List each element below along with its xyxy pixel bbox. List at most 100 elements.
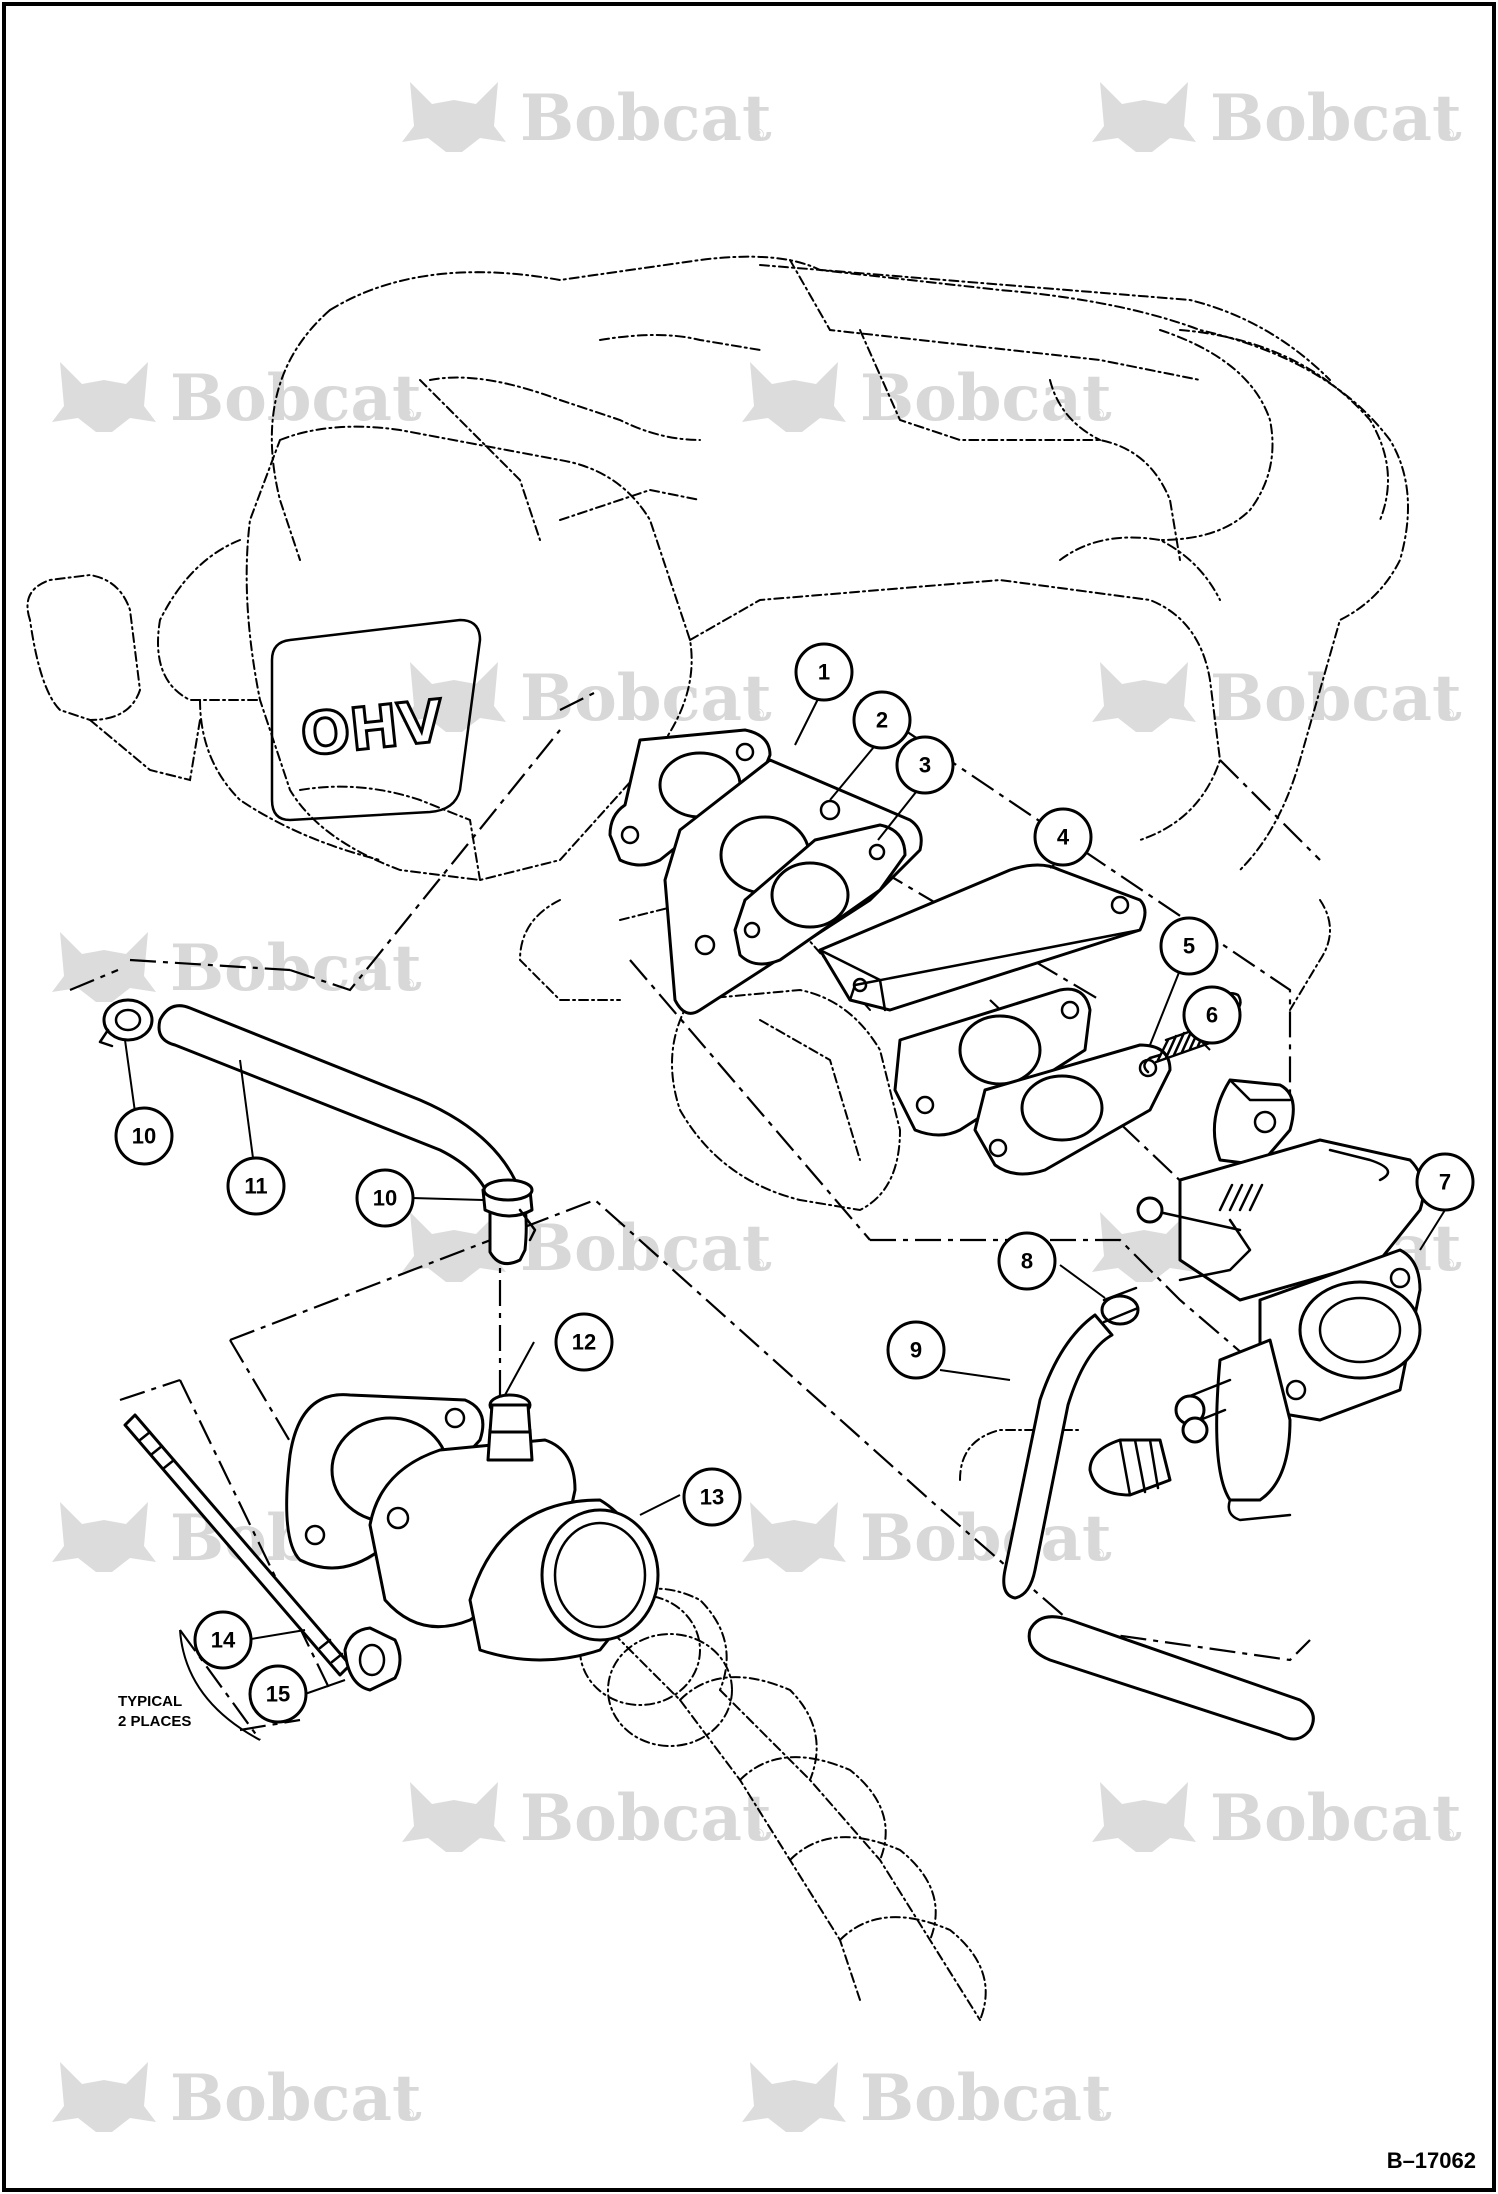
watermark-registered-mark: ® xyxy=(750,1825,766,1844)
callout-11-label: 11 xyxy=(244,1174,267,1199)
callout-4: 4 xyxy=(1033,807,1093,867)
watermark-text: Bobcat xyxy=(1210,81,1462,156)
watermark-tile: Bobcat® xyxy=(52,2061,422,2136)
watermark-registered-mark: ® xyxy=(400,2105,416,2124)
bobcat-logo-icon xyxy=(1092,1212,1196,1282)
bobcat-logo-icon xyxy=(402,82,506,152)
watermark-registered-mark: ® xyxy=(750,1255,766,1274)
watermark-tile: Bobcat® xyxy=(742,1501,1112,1576)
watermark-text: Bobcat xyxy=(520,1211,772,1286)
bobcat-logo-icon xyxy=(1092,1782,1196,1852)
part-13-adapter xyxy=(368,1393,660,1662)
watermark-text: Bobcat xyxy=(860,2061,1112,2136)
watermark-tile: Bobcat® xyxy=(1092,81,1462,156)
callout-12: 12 xyxy=(554,1312,614,1372)
note-line-1: TYPICAL xyxy=(118,1693,182,1710)
callout-4-label: 4 xyxy=(1057,825,1070,850)
watermark-text: Bobcat xyxy=(860,361,1112,436)
callout-9: 9 xyxy=(886,1320,946,1380)
watermark-text: Bobcat xyxy=(520,661,772,736)
part-10-clamp-upper xyxy=(98,998,154,1048)
callout-6: 6 xyxy=(1182,985,1242,1045)
callout-15: 15 xyxy=(248,1664,308,1724)
inlet-hose-clamp xyxy=(1088,1416,1209,1497)
watermark-tile: Bobcat® xyxy=(742,361,1112,436)
watermark-tile: Bobcat® xyxy=(742,2061,1112,2136)
callout-12-label: 12 xyxy=(572,1330,596,1355)
callout-3: 3 xyxy=(895,735,955,795)
callout-14: 14 xyxy=(193,1610,253,1670)
watermark-registered-mark: ® xyxy=(750,125,766,144)
callout-7-label: 7 xyxy=(1439,1170,1451,1195)
watermark-text: Bobcat xyxy=(520,1781,772,1856)
engine-outline xyxy=(26,255,1409,2021)
watermark-registered-mark: ® xyxy=(400,405,416,424)
bobcat-logo-icon xyxy=(52,1502,156,1572)
callout-10-lower-label: 10 xyxy=(373,1186,397,1211)
watermark-tile: Bobcat® xyxy=(402,661,772,736)
watermark-registered-mark: ® xyxy=(1440,125,1456,144)
watermark-tile: Bobcat® xyxy=(1092,661,1462,736)
watermark-text: Bobcat xyxy=(170,361,422,436)
part-11-breather-hose xyxy=(157,1004,528,1266)
callout-11: 11 xyxy=(226,1156,286,1216)
bobcat-logo-icon xyxy=(1092,662,1196,732)
watermark-registered-mark: ® xyxy=(1090,2105,1106,2124)
bobcat-logo-icon xyxy=(402,1212,506,1282)
part-3-gasket xyxy=(733,823,907,966)
bobcat-logo-icon xyxy=(1092,82,1196,152)
part-15-nut xyxy=(343,1626,402,1692)
callout-9-label: 9 xyxy=(910,1338,922,1363)
part-4-bracket xyxy=(818,863,1147,1012)
watermark-tile: Bobcat® xyxy=(402,1781,772,1856)
bobcat-logo-icon xyxy=(52,932,156,1002)
callout-15-label: 15 xyxy=(266,1682,290,1707)
bobcat-logo-icon xyxy=(402,662,506,732)
bobcat-logo-icon xyxy=(402,1782,506,1852)
callout-6-label: 6 xyxy=(1206,1003,1218,1028)
watermark-tile: Bobcat® xyxy=(52,361,422,436)
bobcat-logo-icon xyxy=(742,2062,846,2132)
part-5-plate-rear xyxy=(893,987,1092,1137)
callout-8: 8 xyxy=(997,1231,1057,1291)
part-5-gasket xyxy=(973,1043,1172,1176)
part-8-clamp xyxy=(1100,1286,1140,1326)
watermark-registered-mark: ® xyxy=(750,705,766,724)
callout-1: 1 xyxy=(794,642,854,702)
watermark-registered-mark: ® xyxy=(400,975,416,994)
watermark-registered-mark: ® xyxy=(1440,705,1456,724)
watermark-text: Bobcat xyxy=(170,2061,422,2136)
callout-13: 13 xyxy=(682,1467,742,1527)
watermark-tile: Bobcat® xyxy=(402,1211,772,1286)
bobcat-logo-icon xyxy=(742,1502,846,1572)
callout-2: 2 xyxy=(852,690,912,750)
watermark-text: Bobcat xyxy=(1210,1781,1462,1856)
bobcat-logo-icon xyxy=(52,362,156,432)
bobcat-logo-icon xyxy=(52,2062,156,2132)
watermark-tile: Bobcat® xyxy=(1092,1781,1462,1856)
watermark-text: Bobcat xyxy=(860,1501,1112,1576)
watermark-layer: Bobcat®Bobcat®Bobcat®Bobcat®Bobcat®Bobca… xyxy=(52,81,1462,2136)
watermark-tile: Bobcat® xyxy=(52,931,422,1006)
watermark-registered-mark: ® xyxy=(1090,405,1106,424)
callout-1-label: 1 xyxy=(818,660,830,685)
watermark-text: Bobcat xyxy=(170,931,422,1006)
engine-badge-text: OHV xyxy=(297,687,446,770)
part-10-clamp-lower xyxy=(481,1178,537,1242)
part-9-fuel-line xyxy=(1002,1313,1114,1600)
bobcat-logo-icon xyxy=(742,362,846,432)
callout-10-upper: 10 xyxy=(114,1106,174,1166)
callout-5: 5 xyxy=(1159,916,1219,976)
watermark-text: Bobcat xyxy=(520,81,772,156)
fuel-hose-stub xyxy=(1027,1615,1315,1741)
callout-2-label: 2 xyxy=(876,708,888,733)
callout-10-upper-label: 10 xyxy=(132,1124,156,1149)
watermark-registered-mark: ® xyxy=(1440,1825,1456,1844)
valve-cover-badge: OHV xyxy=(270,618,482,822)
callout-3-label: 3 xyxy=(919,753,931,778)
watermark-registered-mark: ® xyxy=(1090,1545,1106,1564)
note-line-2: 2 PLACES xyxy=(118,1713,191,1730)
watermark-text: Bobcat xyxy=(1210,661,1462,736)
